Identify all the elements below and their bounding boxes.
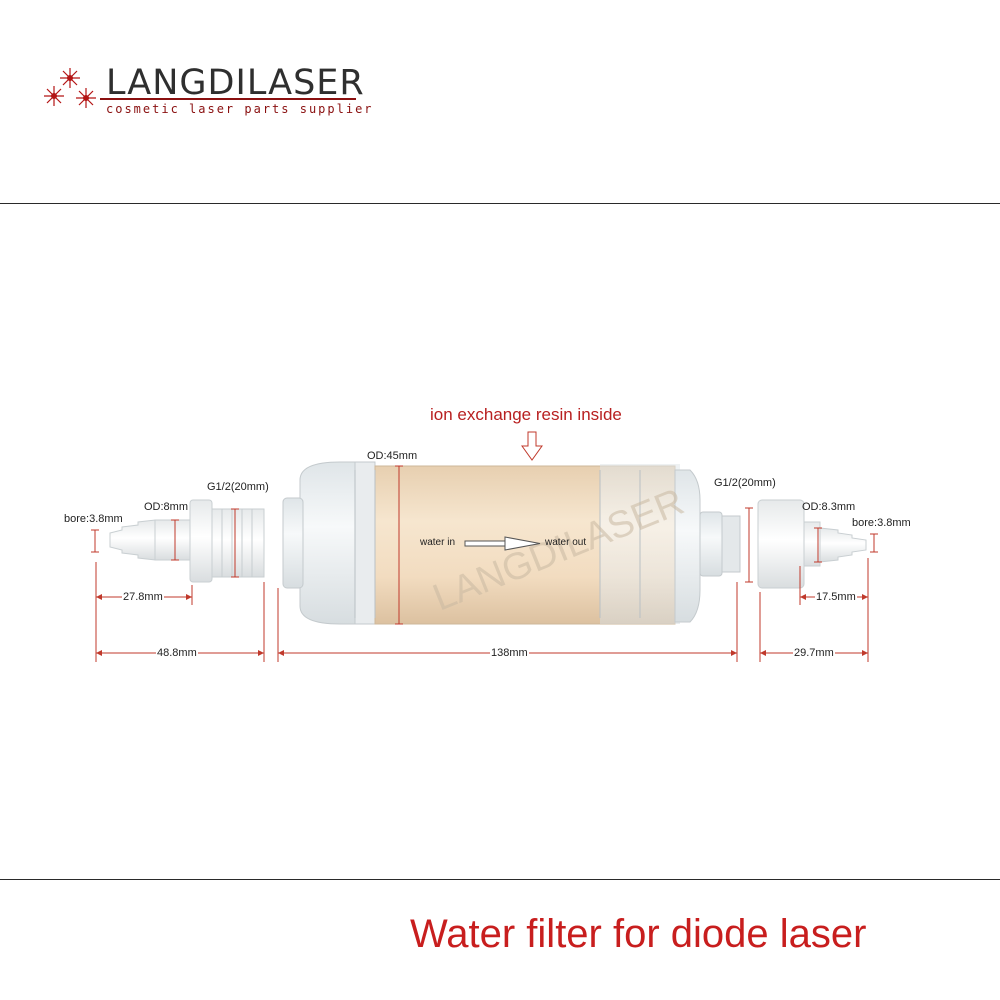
left-od-label: OD:8mm xyxy=(144,501,188,513)
left-thread-label: G1/2(20mm) xyxy=(207,481,269,493)
body-length-label: 138mm xyxy=(490,647,529,659)
resin-annotation: ion exchange resin inside xyxy=(430,405,622,424)
dimension-lines xyxy=(91,465,878,662)
left-barb-fitting xyxy=(109,499,265,583)
logo-tagline: cosmetic laser parts supplier xyxy=(106,102,374,116)
left-fitting-length-label: 48.8mm xyxy=(156,647,198,659)
left-barb-length-label: 27.8mm xyxy=(122,591,164,603)
left-bore-label: bore:3.8mm xyxy=(64,513,123,525)
dimension-arrowheads xyxy=(96,594,868,656)
body-od-label: OD:45mm xyxy=(367,450,418,462)
down-arrow-icon xyxy=(521,431,543,461)
bottom-divider xyxy=(0,879,1000,880)
flow-arrow xyxy=(464,536,541,551)
right-fitting-length-label: 29.7mm xyxy=(793,647,835,659)
product-caption: Water filter for diode laser xyxy=(410,912,867,956)
laser-burst-icon xyxy=(44,68,96,108)
right-barb-fitting xyxy=(757,499,867,589)
logo-brand-text: LANGDILASER xyxy=(106,63,365,103)
right-bore-label: bore:3.8mm xyxy=(852,517,911,529)
logo-divider xyxy=(100,98,356,100)
right-barb-length-label: 17.5mm xyxy=(815,591,857,603)
right-thread-label: G1/2(20mm) xyxy=(714,477,776,489)
right-od-label: OD:8.3mm xyxy=(802,501,856,513)
flow-in-label: water in xyxy=(420,537,456,548)
flow-out-label: water out xyxy=(545,537,587,548)
top-divider xyxy=(0,203,1000,204)
